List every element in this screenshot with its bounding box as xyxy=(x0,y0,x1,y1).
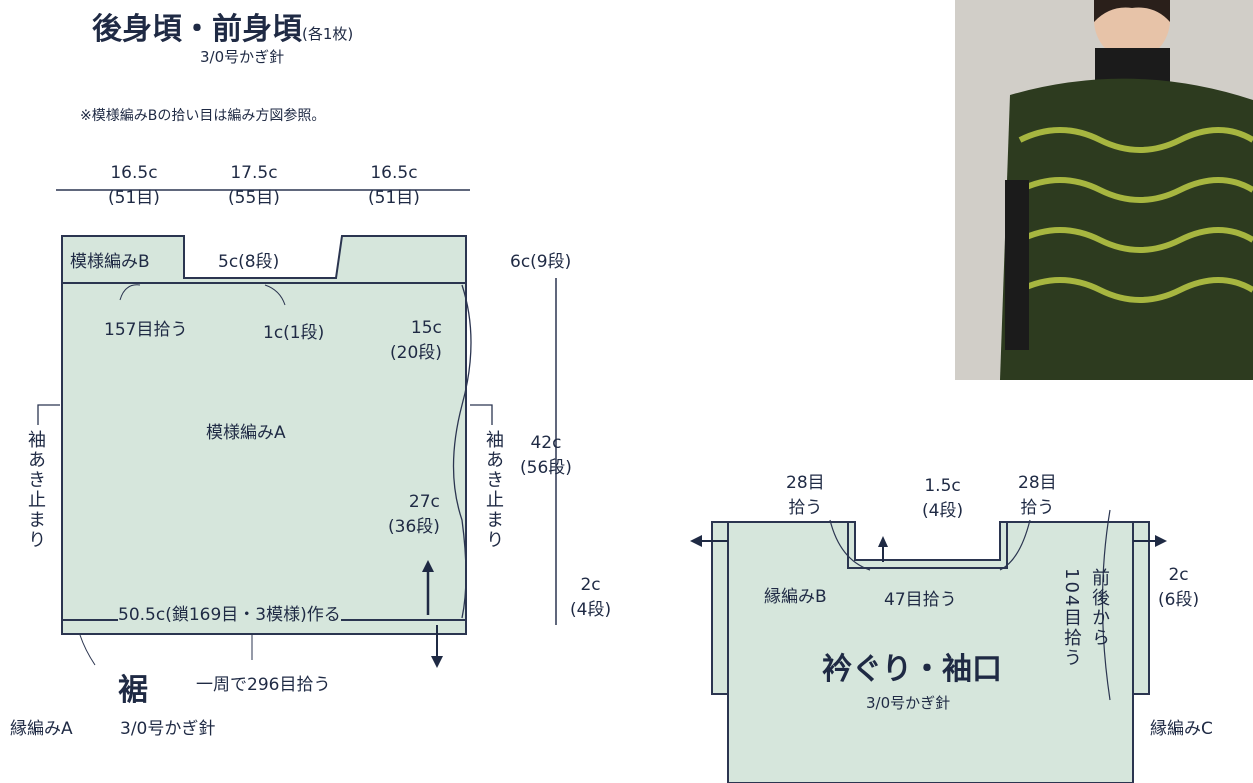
pick104-b: 前後から xyxy=(1089,568,1110,648)
sleeve-edge-height: 2c(6段) xyxy=(1158,565,1200,610)
armhole-dim: 15c(20段) xyxy=(390,318,442,363)
sleeve-stop-left: 袖あき止まり xyxy=(25,430,46,550)
hem-hook: 3/0号かぎ針 xyxy=(120,719,216,739)
pick104-a: 104目拾う xyxy=(1061,568,1082,669)
side-height: 27c(36段) xyxy=(388,492,440,537)
model-photo xyxy=(955,0,1253,381)
top-height: 6c(9段) xyxy=(510,252,572,272)
total-height: 42c(56段) xyxy=(520,433,572,478)
hem-height: 2c(4段) xyxy=(570,575,612,620)
left-arrow-icon xyxy=(690,535,702,547)
sleeve-stop-marker-left xyxy=(37,404,60,425)
hem-edge: 縁編みA xyxy=(10,719,73,739)
edge-c: 縁編みC xyxy=(1150,719,1213,739)
hem-title: 裾 xyxy=(118,673,148,708)
neck-edge xyxy=(847,521,1008,569)
neck-height: 1.5c(4段) xyxy=(922,476,964,521)
up-arrow-icon xyxy=(422,560,434,572)
left-hook: 3/0号かぎ針 xyxy=(200,48,285,66)
side-curve xyxy=(452,284,472,619)
edge-b: 縁編みB xyxy=(764,587,827,607)
pickup-157: 157目拾う xyxy=(104,320,188,340)
dim-top-2: 17.5c(55目) xyxy=(228,163,280,208)
pattern-b-label: 模様編みB xyxy=(70,252,150,272)
body-panel xyxy=(61,282,467,621)
base-chain: 50.5c(鎖169目・3模様)作る xyxy=(118,600,341,625)
down-arrow-icon xyxy=(431,656,443,668)
right-title: 衿ぐり・袖口 xyxy=(822,652,1002,687)
hem-pickup: 一周で296目拾う xyxy=(196,675,331,695)
left-title: 後身頃・前身頃(各1枚) xyxy=(92,12,354,47)
dim-top-1: 16.5c(51目) xyxy=(108,163,160,208)
pick28-right: 28目拾う xyxy=(1018,473,1057,518)
pattern-a-label: 模様編みA xyxy=(206,423,286,443)
pick47: 47目拾う xyxy=(884,590,957,610)
pick28-left: 28目拾う xyxy=(786,473,825,518)
sleeve-stop-right: 袖あき止まり xyxy=(483,430,504,550)
right-arrow-icon xyxy=(1155,535,1167,547)
dim-top-3: 16.5c(51目) xyxy=(368,163,420,208)
row-1: 1c(1段) xyxy=(263,323,325,343)
note-text: ※模様編みBの拾い目は編み方図参照。 xyxy=(80,108,326,124)
sleeve-edge-left xyxy=(711,521,729,695)
neck-up-arrow-icon xyxy=(878,536,888,547)
right-hook: 3/0号かぎ針 xyxy=(866,694,951,712)
pattern-b-band xyxy=(61,235,467,284)
sleeve-stop-marker-right xyxy=(470,404,493,425)
sleeve-edge-right xyxy=(1132,521,1150,695)
neck-depth: 5c(8段) xyxy=(218,252,280,272)
